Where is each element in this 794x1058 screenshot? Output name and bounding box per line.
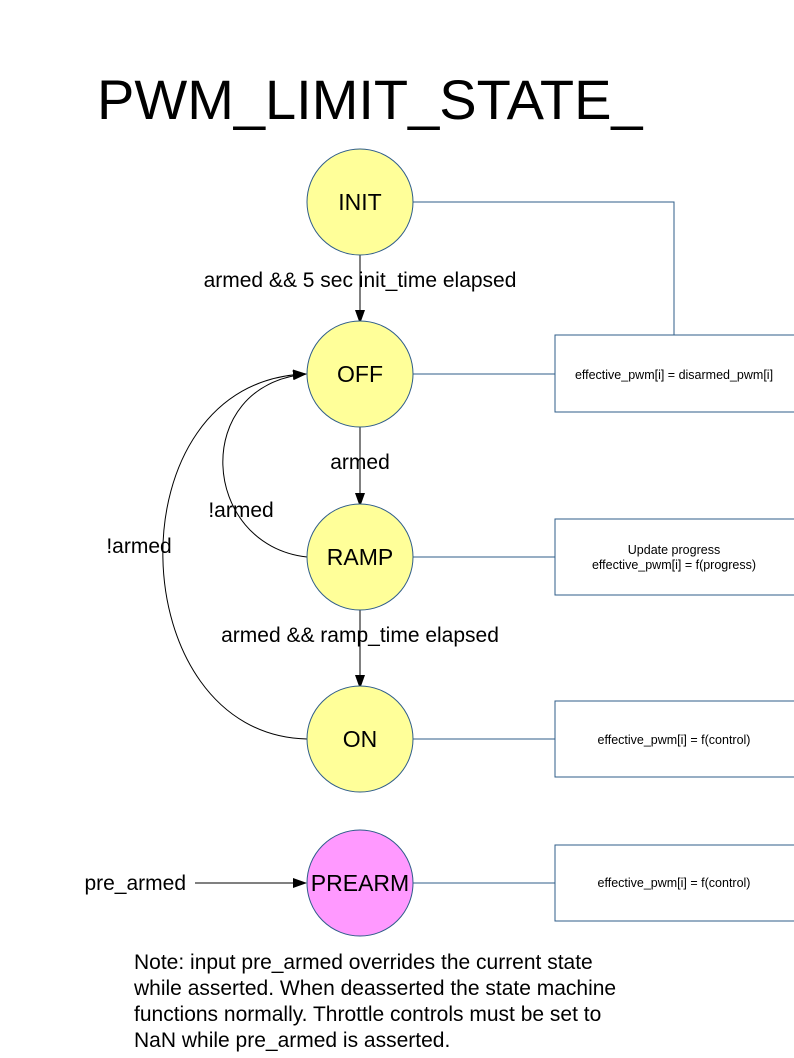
ramp-to-on-label: armed && ramp_time elapsed xyxy=(221,624,499,647)
note-line: Note: input pre_armed overrides the curr… xyxy=(134,951,593,974)
off-action-box xyxy=(554,334,794,413)
state-ramp-label: RAMP xyxy=(327,544,393,570)
ramp-to-off-arrow xyxy=(222,370,308,558)
state-prearm-node xyxy=(306,829,414,937)
ramp-to-off-label: !armed xyxy=(208,499,273,522)
init-connector xyxy=(413,201,675,335)
state-off-label: OFF xyxy=(337,361,383,387)
note-line: while asserted. When deasserted the stat… xyxy=(134,977,617,1000)
prearm-action-box xyxy=(554,844,794,922)
on-action-text: effective_pwm[i] = f(control) xyxy=(598,733,751,747)
note-line: NaN while pre_armed is asserted. xyxy=(134,1029,451,1052)
off-action-text: effective_pwm[i] = disarmed_pwm[i] xyxy=(575,368,773,382)
note-line: functions normally. Throttle controls mu… xyxy=(134,1003,602,1026)
state-off-node xyxy=(306,320,414,428)
ramp-action-box xyxy=(554,518,794,596)
state-on-node xyxy=(306,685,414,793)
prearm-action-text: effective_pwm[i] = f(control) xyxy=(598,876,751,890)
on-action-box xyxy=(554,700,794,778)
state-init-label: INIT xyxy=(338,189,381,215)
off-to-ramp-label: armed xyxy=(330,451,390,474)
ramp-action-text-1: Update progress xyxy=(628,543,720,557)
state-init-node xyxy=(306,148,414,256)
ramp-action-text-2: effective_pwm[i] = f(progress) xyxy=(592,558,756,572)
init-to-off-label: armed && 5 sec init_time elapsed xyxy=(204,269,517,292)
on-to-off-label: !armed xyxy=(106,535,171,558)
state-prearm-label: PREARM xyxy=(311,870,409,896)
pre-armed-input-label: pre_armed xyxy=(84,872,186,895)
state-on-label: ON xyxy=(343,726,378,752)
diagram-title: PWM_LIMIT_STATE_ xyxy=(97,68,643,131)
state-ramp-node xyxy=(306,503,414,611)
on-to-off-arrow xyxy=(162,369,308,740)
note-text: Note: input pre_armed overrides the curr… xyxy=(134,950,734,1054)
